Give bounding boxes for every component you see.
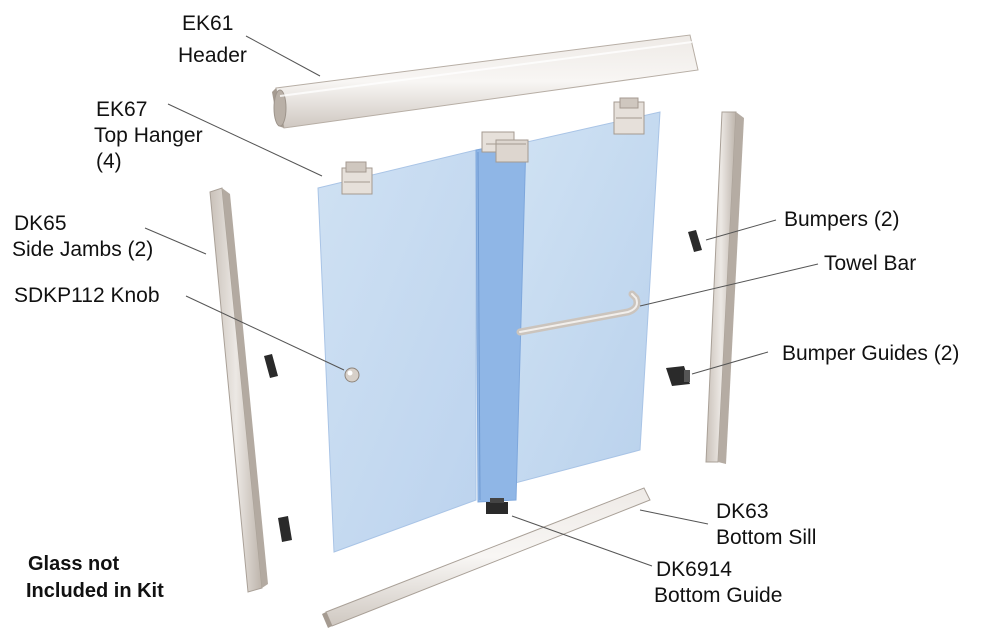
hanger-name-label: Top Hanger	[94, 124, 203, 147]
header-name-label: Header	[178, 44, 247, 67]
top-hanger-2	[481, 131, 529, 163]
header-rail	[272, 34, 699, 129]
bottom-sill	[322, 487, 651, 628]
jambs-name-label: Side Jambs (2)	[12, 238, 154, 261]
bumper-guide-left	[278, 516, 292, 542]
bumpers-label: Bumpers (2)	[784, 208, 900, 231]
towel-bar-label: Towel Bar	[824, 252, 917, 275]
bumper-left	[264, 354, 278, 378]
guide-code-label: DK6914	[656, 558, 732, 581]
leader-lines	[144, 35, 819, 567]
jambs-code-label: DK65	[14, 212, 67, 235]
left-side-jamb	[209, 187, 268, 593]
top-hanger-1	[341, 161, 373, 195]
glass-note-line1: Glass not	[28, 553, 120, 575]
header-code-label: EK61	[182, 12, 234, 35]
hanger-qty-label: (4)	[96, 150, 122, 173]
knob-label: SDKP112 Knob	[14, 284, 160, 307]
right-side-jamb	[705, 111, 744, 464]
bottom-guide	[486, 498, 508, 514]
bumper-guides-label: Bumper Guides (2)	[782, 342, 960, 365]
sill-name-label: Bottom Sill	[716, 526, 817, 549]
towel-bar	[516, 290, 641, 336]
guide-name-label: Bottom Guide	[654, 584, 783, 607]
hanger-code-label: EK67	[96, 98, 148, 121]
sill-code-label: DK63	[716, 500, 769, 523]
top-hanger-3	[613, 97, 645, 135]
bumper-guide-right	[666, 366, 690, 386]
glass-note-line2: Included in Kit	[26, 580, 164, 602]
knob	[344, 367, 360, 383]
left-glass-panel	[317, 149, 477, 553]
bumper-right	[688, 230, 702, 252]
